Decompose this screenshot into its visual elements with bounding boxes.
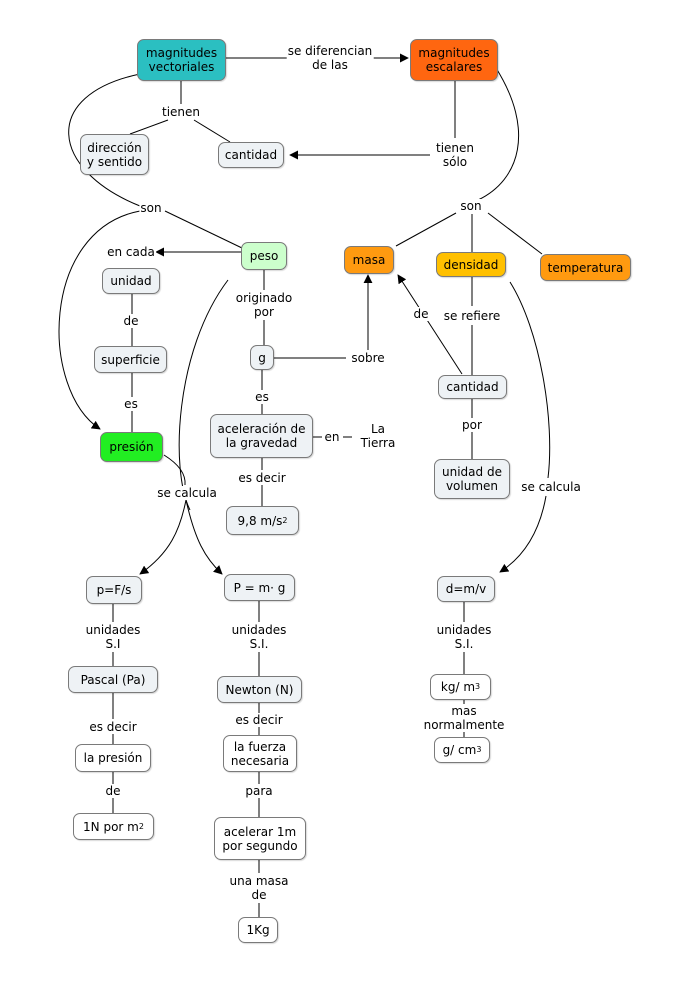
link-se-calcula-pres-a [163, 454, 186, 486]
node-unidad-volumen[interactable]: unidad de volumen [434, 459, 510, 499]
label-sobre: sobre [350, 351, 386, 365]
label-se-refiere: se refiere [442, 309, 502, 323]
link-son-presion-curve [58, 210, 141, 430]
link-se-calcula-dens-b [499, 495, 547, 573]
node-g[interactable]: g [250, 345, 274, 370]
label-la-tierra: La Tierra [359, 422, 397, 450]
node-fuerza-necesaria[interactable]: la fuerza necesaria [223, 735, 297, 772]
node-newton[interactable]: Newton (N) [217, 676, 302, 703]
node-superficie[interactable]: superficie [94, 346, 167, 373]
node-cantidad-vectorial[interactable]: cantidad [218, 142, 284, 168]
label-una-masa-de: una masa de [228, 874, 290, 902]
node-densidad[interactable]: densidad [436, 252, 506, 277]
link-se-calcula-dens-a [509, 281, 551, 479]
node-masa[interactable]: masa [344, 246, 394, 274]
kg-m3-text: kg/ m [440, 680, 476, 694]
label-unidades-si-peso: unidades S.I. [230, 623, 288, 651]
label-se-diferencian: se diferencian de las [286, 44, 374, 72]
g-cm3-text: g/ cm [442, 743, 477, 757]
link-son-temperatura [487, 212, 543, 255]
label-tienen: tienen [160, 105, 202, 119]
node-1kg[interactable]: 1Kg [238, 917, 278, 943]
link-peso-to-formula [178, 279, 229, 511]
label-mas-normalmente: mas normalmente [422, 704, 506, 732]
label-unidades-si-d: unidades S.I. [435, 623, 493, 651]
link-son-vec-curve [68, 73, 141, 207]
link-son-peso [164, 210, 243, 249]
node-magnitudes-escalares[interactable]: magnitudes escalares [410, 39, 498, 81]
link-tienen-direccion [129, 119, 169, 135]
link-se-calcula-pres-left [139, 499, 187, 575]
label-de: de [122, 314, 140, 328]
label-en-cada: en cada [106, 245, 156, 259]
link-de-dens-arrow [397, 274, 463, 375]
label-es-decir-pa: es decir [88, 720, 138, 734]
node-temperatura[interactable]: temperatura [540, 254, 631, 281]
label-por: por [461, 418, 483, 432]
link-son-masa [395, 212, 457, 247]
node-magnitudes-vectoriales[interactable]: magnitudes vectoriales [137, 39, 226, 81]
label-es-g: es [254, 390, 270, 404]
node-peso[interactable]: peso [241, 242, 287, 270]
node-cantidad-densidad[interactable]: cantidad [438, 375, 507, 399]
node-pascal[interactable]: Pascal (Pa) [68, 666, 158, 693]
node-formula-densidad[interactable]: d=m/v [437, 576, 495, 602]
link-tienen-cantidad [193, 119, 231, 143]
node-unidad[interactable]: unidad [102, 268, 160, 294]
label-en: en [323, 430, 341, 444]
label-tienen-solo: tienen sólo [434, 141, 476, 169]
label-es-decir-n: es decir [234, 713, 284, 727]
label-de-densidad: de [412, 307, 430, 321]
label-para: para [244, 784, 274, 798]
node-acelerar-1m[interactable]: acelerar 1m por segundo [214, 817, 306, 860]
node-formula-peso[interactable]: P = m· g [224, 574, 295, 601]
link-son-esc-curve [477, 67, 520, 201]
label-de-presion: de [104, 784, 122, 798]
label-es-decir-g: es decir [237, 471, 287, 485]
link-se-calcula-pres-right [185, 499, 223, 575]
label-es: es [123, 397, 139, 411]
node-formula-presion[interactable]: p=F/s [86, 576, 142, 604]
1n-text: 1N por m [83, 819, 139, 834]
label-se-calcula-densidad: se calcula [520, 480, 582, 494]
label-son-vectoriales: son [139, 201, 163, 215]
label-originado-por: originado por [234, 291, 294, 319]
label-se-calcula-presion: se calcula [156, 486, 218, 500]
valor-g-text: 9,8 m/s [237, 513, 283, 528]
label-unidades-si-p: unidades S.I [84, 623, 142, 651]
node-presion[interactable]: presión [100, 432, 163, 462]
node-aceleracion-gravedad[interactable]: aceleración de la gravedad [210, 414, 313, 458]
label-son-escalares: son [459, 199, 483, 213]
node-direccion-sentido[interactable]: dirección y sentido [80, 134, 149, 175]
node-la-presion[interactable]: la presión [75, 744, 151, 772]
